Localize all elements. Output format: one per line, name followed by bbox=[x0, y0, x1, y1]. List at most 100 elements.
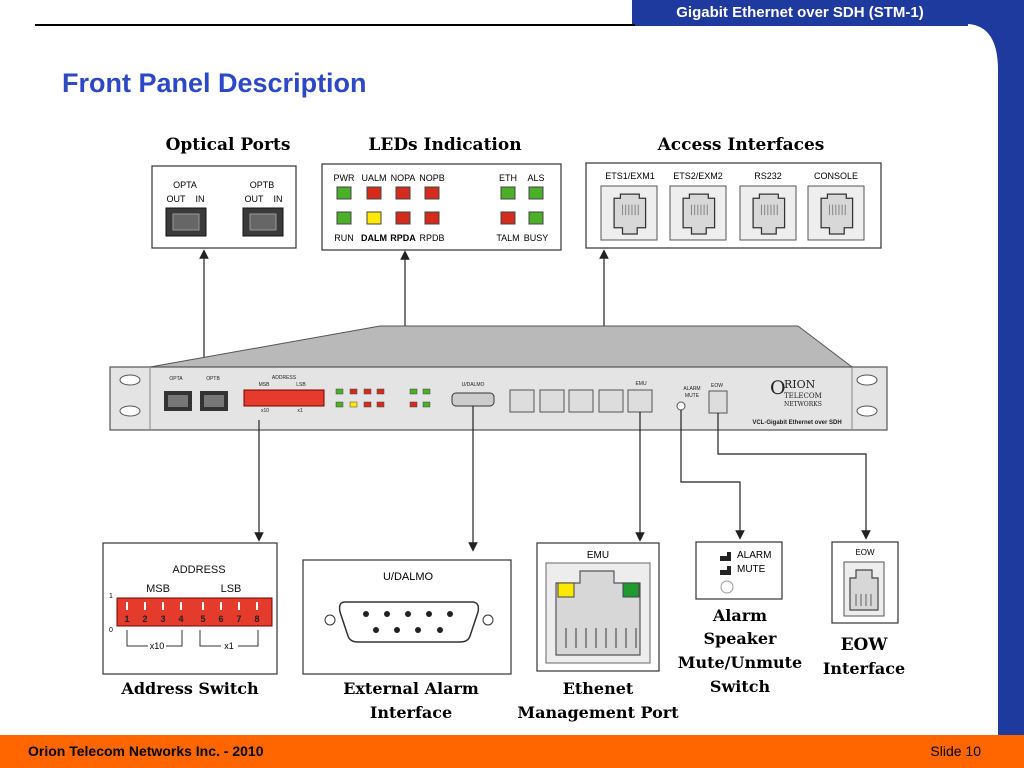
right-decor-bar bbox=[968, 0, 1024, 735]
led-talm bbox=[500, 211, 516, 225]
rj45-ets2-icon bbox=[669, 185, 727, 241]
chassis-logo-o: O bbox=[770, 377, 786, 399]
chassis-db9 bbox=[451, 392, 495, 407]
chassis-emu: EMU bbox=[635, 381, 647, 387]
led-busy bbox=[528, 211, 544, 225]
led-label-als: ALS bbox=[527, 173, 544, 183]
led-label-nopa: NOPA bbox=[391, 173, 416, 183]
address-x10: x10 bbox=[150, 641, 165, 651]
rack-ear-hole bbox=[119, 405, 141, 417]
rj45-console-icon bbox=[807, 185, 865, 241]
slide-number: Slide 10 bbox=[930, 743, 981, 759]
address-zero: 0 bbox=[109, 627, 113, 634]
mute-label: MUTE bbox=[737, 564, 766, 575]
mute-button-icon bbox=[720, 580, 734, 594]
external-alarm-caption-2: Interface bbox=[370, 703, 452, 722]
external-alarm-caption-1: External Alarm bbox=[343, 679, 479, 698]
led-pwr bbox=[336, 186, 352, 200]
chassis-mute: MUTE bbox=[685, 393, 700, 399]
address-one: 1 bbox=[109, 593, 113, 600]
ethernet-caption-2: Management Port bbox=[517, 703, 679, 722]
chassis-eow: EOW bbox=[711, 383, 723, 389]
ethernet-port-icon bbox=[545, 562, 651, 664]
chassis-msb: MSB bbox=[259, 382, 271, 388]
address-x1: x1 bbox=[224, 641, 234, 651]
dip-number-6: 6 bbox=[218, 614, 223, 624]
dip-number-1: 1 bbox=[124, 614, 129, 624]
dip-number-8: 8 bbox=[254, 614, 259, 624]
opta-in-label: IN bbox=[196, 194, 205, 204]
title-rule bbox=[35, 24, 635, 26]
alarm-caption-1: Alarm bbox=[712, 606, 767, 625]
address-msb: MSB bbox=[146, 583, 170, 595]
led-label-rpda: RPDA bbox=[390, 233, 416, 243]
chassis-product: VCL-Gigabit Ethernet over SDH bbox=[752, 420, 841, 426]
chassis-logo-sub1: TELECOM bbox=[784, 392, 822, 400]
led-nopa bbox=[395, 186, 411, 200]
led-ualm bbox=[366, 186, 382, 200]
chassis-address: ADDRESS bbox=[272, 375, 297, 381]
optb-out-label: OUT bbox=[245, 194, 265, 204]
dip-number-2: 2 bbox=[142, 614, 147, 624]
optical-ports-heading: Optical Ports bbox=[166, 135, 291, 155]
address-switch-caption: Address Switch bbox=[120, 679, 259, 698]
chassis-opta: OPTA bbox=[169, 376, 183, 382]
port-label-ets1: ETS1/EXM1 bbox=[605, 171, 655, 181]
chassis-front bbox=[109, 366, 888, 431]
rack-ear-hole bbox=[856, 405, 878, 417]
eow-port-icon bbox=[843, 561, 885, 617]
led-label-eth: ETH bbox=[499, 173, 517, 183]
dip-number-5: 5 bbox=[200, 614, 205, 624]
led-label-rpdb: RPDB bbox=[419, 233, 444, 243]
led-run bbox=[336, 211, 352, 225]
led-rpdb bbox=[424, 211, 440, 225]
port-label-rs232: RS232 bbox=[754, 171, 782, 181]
address-dip-switch bbox=[116, 597, 273, 627]
opta-label: OPTA bbox=[173, 180, 197, 190]
address-lsb: LSB bbox=[221, 583, 242, 595]
led-rpda bbox=[395, 211, 411, 225]
chassis-dip-switch bbox=[243, 389, 325, 407]
chassis-mute-button bbox=[676, 401, 686, 411]
led-label-ualm: UALM bbox=[361, 173, 386, 183]
slide-title: Front Panel Description bbox=[62, 68, 367, 98]
chassis-x10: x10 bbox=[261, 408, 269, 414]
led-label-talm: TALM bbox=[496, 233, 519, 243]
chassis-logo: RION bbox=[784, 378, 816, 391]
chassis-top bbox=[149, 325, 854, 368]
footer-bar: Orion Telecom Networks Inc. - 2010 Slide… bbox=[0, 735, 1024, 768]
footer-company: Orion Telecom Networks Inc. - 2010 bbox=[28, 743, 264, 759]
led-dalm bbox=[366, 211, 382, 225]
ethernet-caption-1: Ethenet bbox=[563, 679, 634, 698]
alarm-speaker-icon bbox=[720, 552, 731, 561]
rj45-ets1-icon bbox=[600, 185, 658, 241]
alarm-caption-4: Switch bbox=[710, 677, 771, 696]
emu-heading: EMU bbox=[587, 550, 609, 561]
udalmo-heading: U/DALMO bbox=[383, 571, 434, 583]
chassis-lsb: LSB bbox=[296, 382, 306, 388]
dip-number-4: 4 bbox=[178, 614, 183, 624]
chassis-optb: OPTB bbox=[206, 376, 220, 382]
rj45-rs232-icon bbox=[739, 185, 797, 241]
alarm-caption-3: Mute/Unmute bbox=[678, 653, 802, 672]
arrow-alarm bbox=[680, 410, 745, 540]
alarm-label: ALARM bbox=[737, 550, 771, 561]
port-label-console: CONSOLE bbox=[814, 171, 858, 181]
mute-speaker-icon bbox=[720, 566, 731, 575]
led-label-run: RUN bbox=[334, 233, 354, 243]
eow-caption-1: EOW bbox=[841, 635, 889, 655]
leds-heading: LEDs Indication bbox=[368, 135, 521, 155]
header-title: Gigabit Ethernet over SDH (STM-1) bbox=[632, 0, 968, 26]
eow-heading: EOW bbox=[855, 548, 875, 557]
alarm-caption-2: Speaker bbox=[704, 629, 778, 648]
optb-in-label: IN bbox=[274, 194, 283, 204]
led-label-busy: BUSY bbox=[524, 233, 549, 243]
opta-out-label: OUT bbox=[167, 194, 187, 204]
leds-box bbox=[321, 163, 562, 251]
led-label-dalm: DALM bbox=[361, 233, 387, 243]
chassis-logo-sub2: NETWORKS bbox=[784, 401, 822, 408]
rack-ear-hole bbox=[119, 374, 141, 386]
optb-label: OPTB bbox=[250, 180, 275, 190]
port-label-ets2: ETS2/EXM2 bbox=[673, 171, 723, 181]
